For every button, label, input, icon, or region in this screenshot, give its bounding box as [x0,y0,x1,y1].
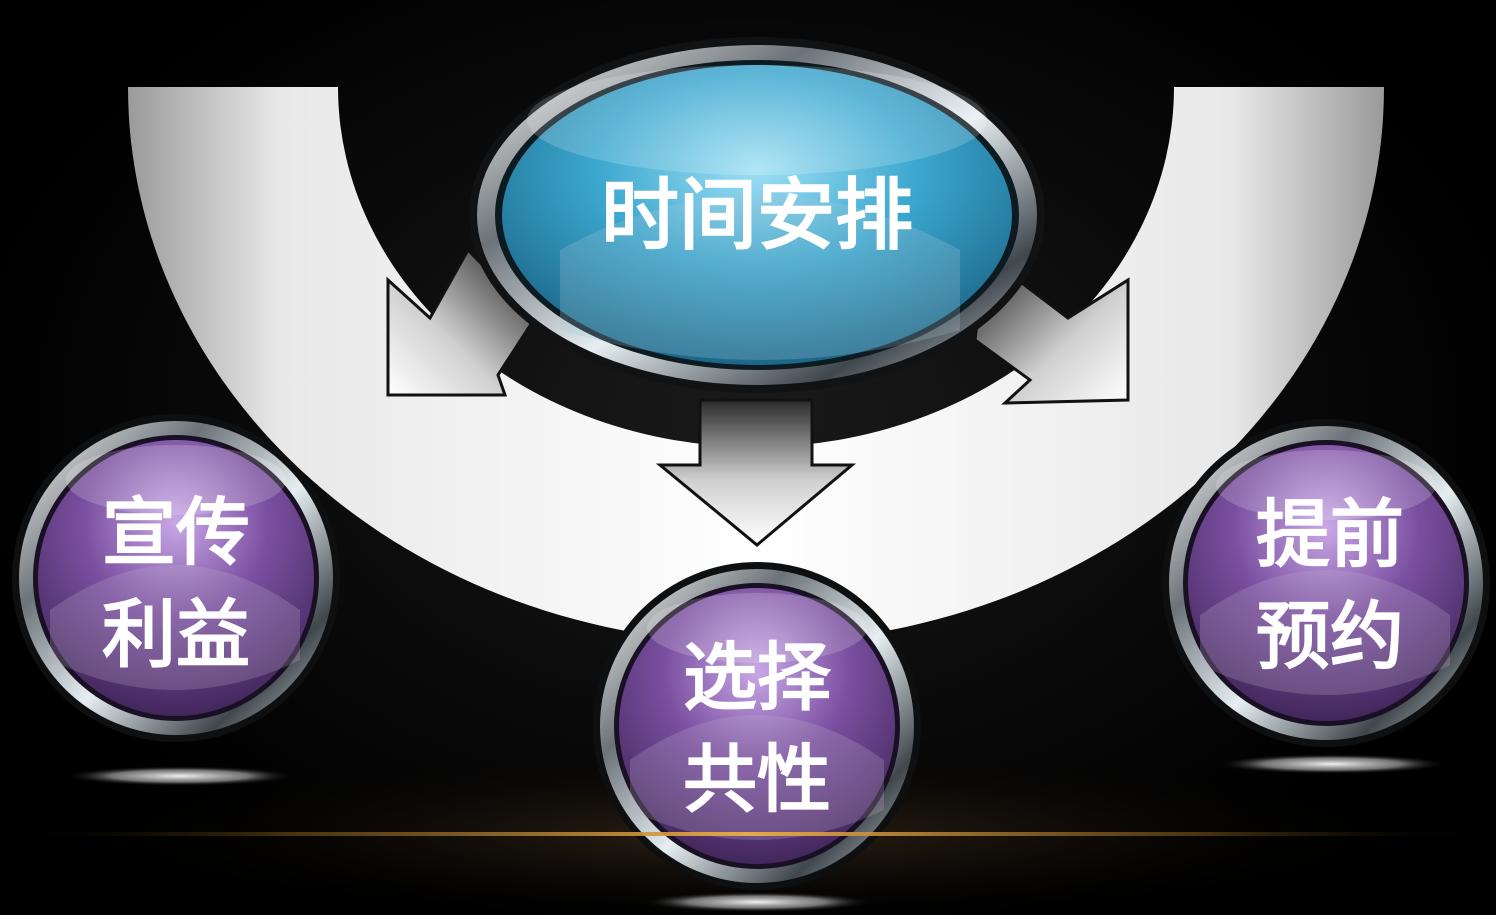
u-arc-connector [128,87,1384,643]
right-node-label-line1: 提前 [1256,492,1404,578]
middle-node-shadow [642,892,872,912]
right-node-label-line2: 预约 [1256,594,1404,680]
left-node-gloss [66,445,286,515]
right-node-shadow [1217,754,1447,774]
middle-node-texture [630,715,884,840]
center-node-label: 时间安排 [601,171,913,261]
left-node-shadow [65,766,295,786]
right-node-texture [1200,570,1450,695]
middle-node-gloss [647,593,867,663]
left-node-label-line1: 宣传 [102,490,250,576]
center-node-gloss [527,65,987,175]
middle-node: 选择 共性 [593,562,921,912]
center-node-texture [560,195,960,360]
middle-node-label-line2: 共性 [683,737,831,823]
right-node: 提前 预约 [1162,419,1490,774]
middle-node-label-line1: 选择 [683,635,832,721]
left-node-label-line2: 利益 [102,592,250,678]
arrow-to-middle [655,398,857,547]
left-node-texture [50,565,300,690]
center-node: 时间安排 [469,37,1045,393]
left-node: 宣传 利益 [12,414,340,786]
right-node-gloss [1216,450,1436,520]
horizon-glow-line [0,832,1496,836]
